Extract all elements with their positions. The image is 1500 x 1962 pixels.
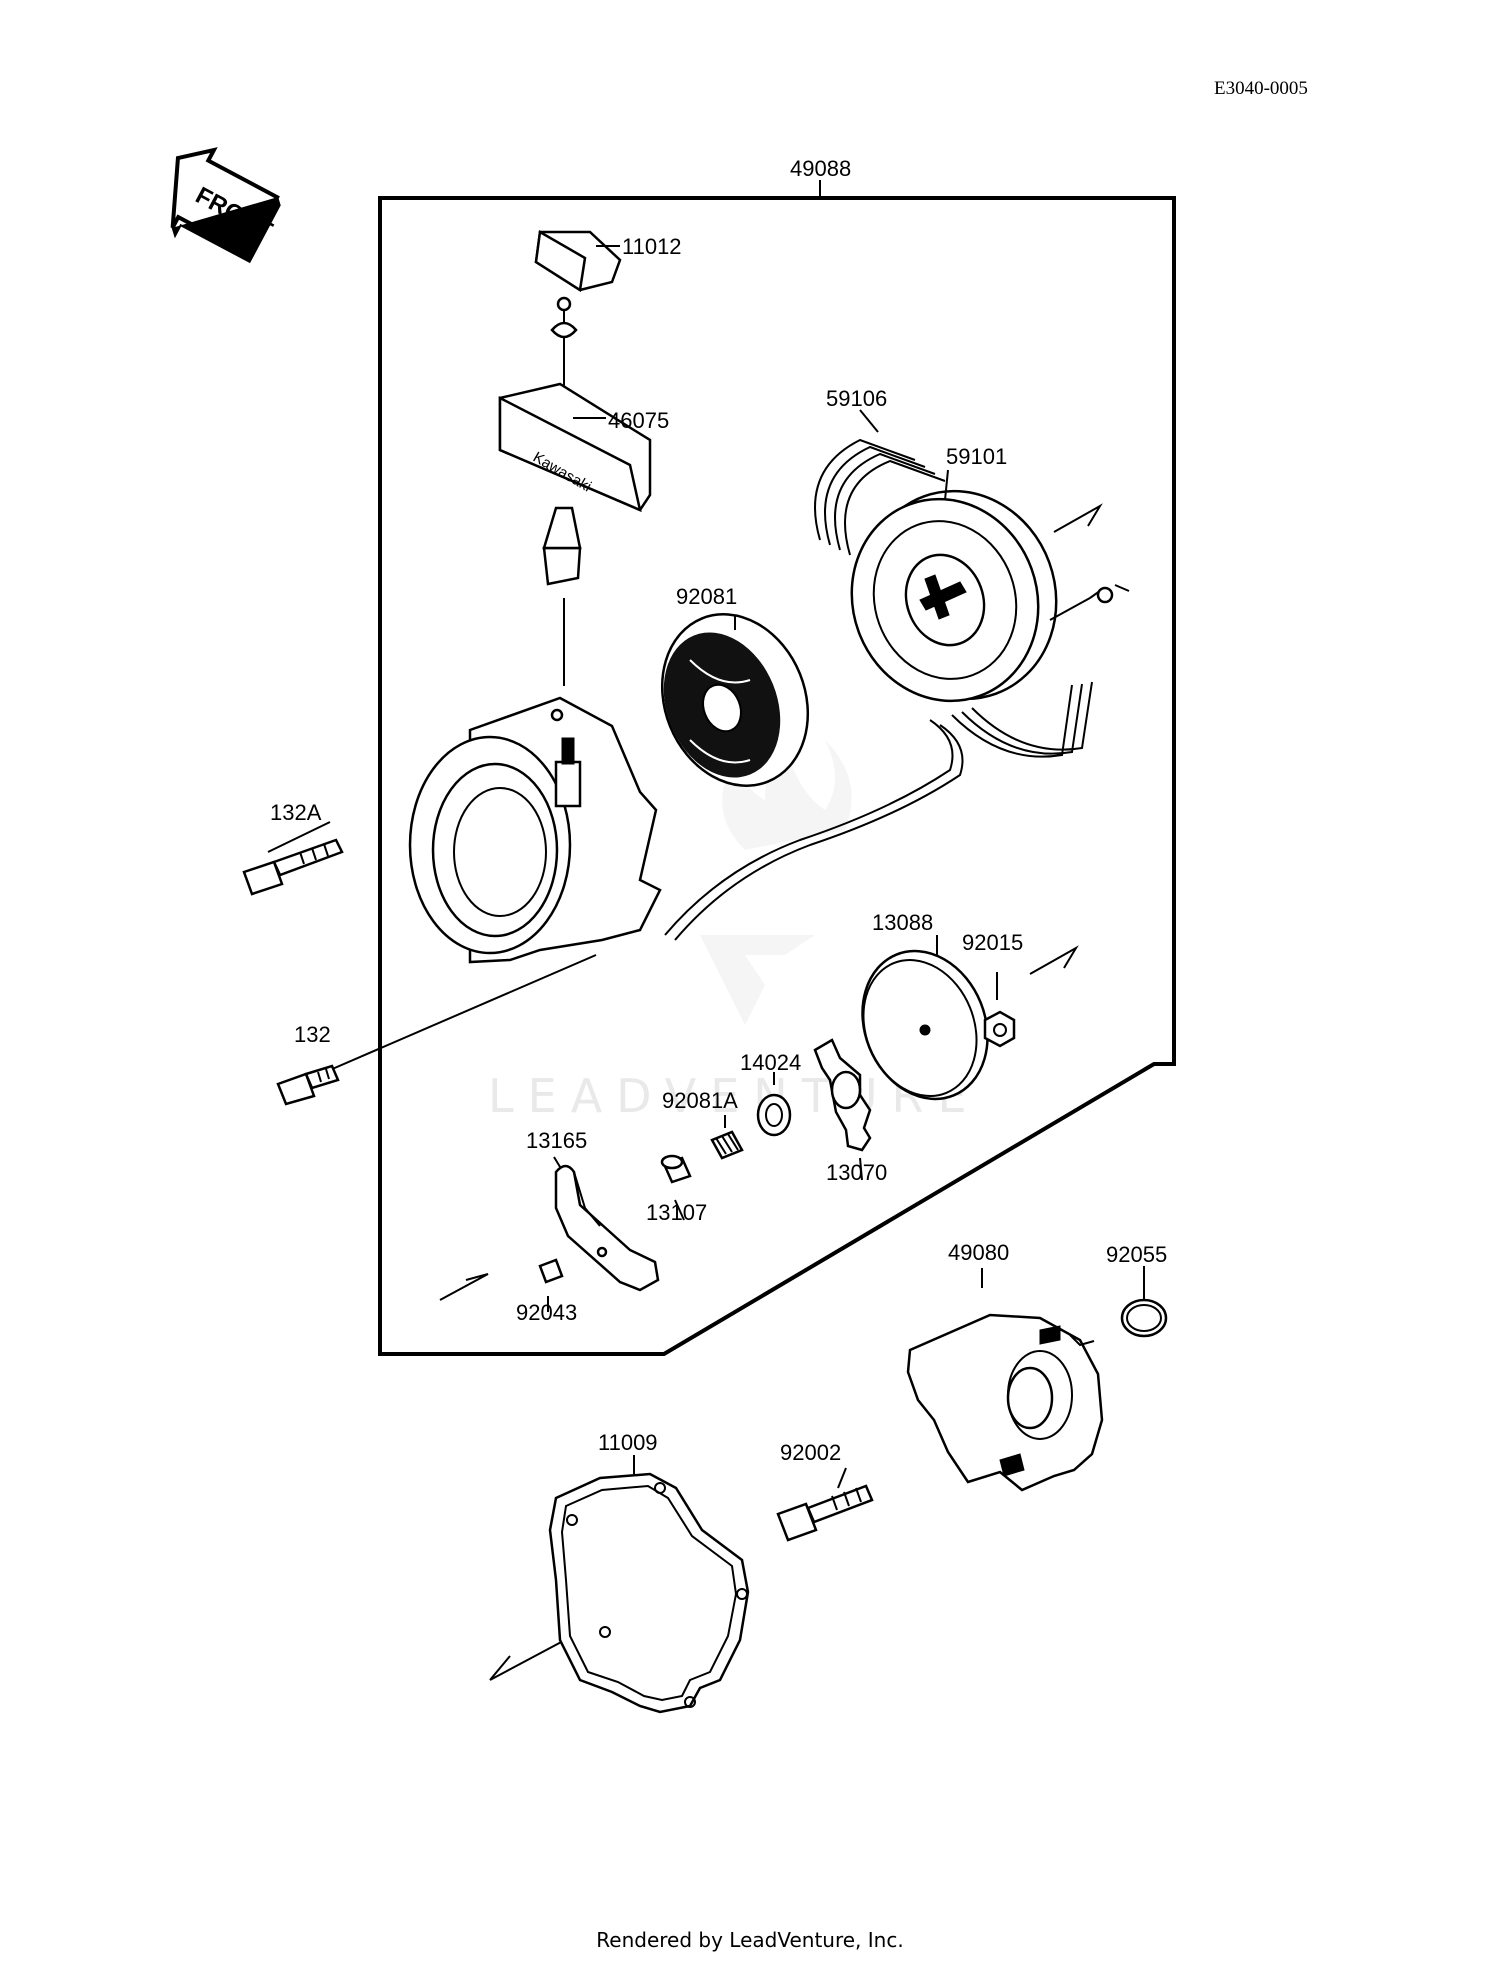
callout-13165: 13165	[526, 1128, 587, 1153]
callout-labels: 49088 11012 46075 59106 59101 92081 132A…	[270, 156, 1167, 1465]
callout-13070: 13070	[826, 1160, 887, 1185]
callout-59106: 59106	[826, 386, 887, 411]
grip-insert	[534, 229, 622, 293]
collar-13107	[660, 1154, 692, 1184]
callout-59101: 59101	[946, 444, 1007, 469]
spring-92081a	[710, 1130, 744, 1160]
footer-credit: Rendered by LeadVenture, Inc.	[596, 1928, 904, 1952]
spiral-spring	[660, 613, 810, 787]
callout-11012: 11012	[622, 234, 682, 259]
front-arrow: FRONT	[170, 147, 281, 264]
callout-92002: 92002	[780, 1440, 841, 1465]
friction-plate	[861, 949, 989, 1101]
callout-46075: 46075	[608, 408, 669, 433]
bolt-132	[276, 1064, 340, 1106]
leader-lines	[267, 180, 1145, 1489]
diagram-code: E3040-0005	[1214, 78, 1308, 99]
callout-13088: 13088	[872, 910, 933, 935]
callout-132: 132	[294, 1022, 331, 1047]
callout-11009: 11009	[598, 1430, 658, 1455]
callout-92081: 92081	[676, 584, 737, 609]
callout-49088: 49088	[790, 156, 851, 181]
ratchet-13070	[813, 1038, 872, 1152]
rope-pulley	[850, 489, 1130, 703]
gasket-11009	[548, 1472, 750, 1714]
callout-92015: 92015	[962, 930, 1023, 955]
starter-case	[408, 696, 662, 964]
bolt-92002	[776, 1484, 874, 1542]
watermark-text: LEADVENTURE	[488, 1069, 981, 1123]
callout-92043: 92043	[516, 1300, 577, 1325]
callout-92055: 92055	[1106, 1242, 1167, 1267]
o-ring-92055	[1120, 1298, 1168, 1338]
nut-92015	[983, 1010, 1016, 1048]
callout-132a: 132A	[270, 800, 322, 825]
washer-14024	[756, 1093, 792, 1137]
recoil-spring-upper	[814, 438, 946, 556]
callout-13107: 13107	[646, 1200, 707, 1225]
callout-92081a: 92081A	[662, 1088, 738, 1113]
watermark-logo	[700, 740, 852, 1025]
recoil-spring-lower	[951, 681, 1093, 758]
starter-handle: Kawasaki	[498, 296, 652, 586]
lever-13165	[554, 1164, 660, 1292]
pin-92043	[538, 1258, 564, 1284]
callout-14024: 14024	[740, 1050, 801, 1075]
callout-49080: 49080	[948, 1240, 1009, 1265]
bolt-132a	[242, 838, 344, 896]
starter-rope	[563, 598, 964, 941]
ratchet-drum-49080	[906, 1313, 1104, 1492]
